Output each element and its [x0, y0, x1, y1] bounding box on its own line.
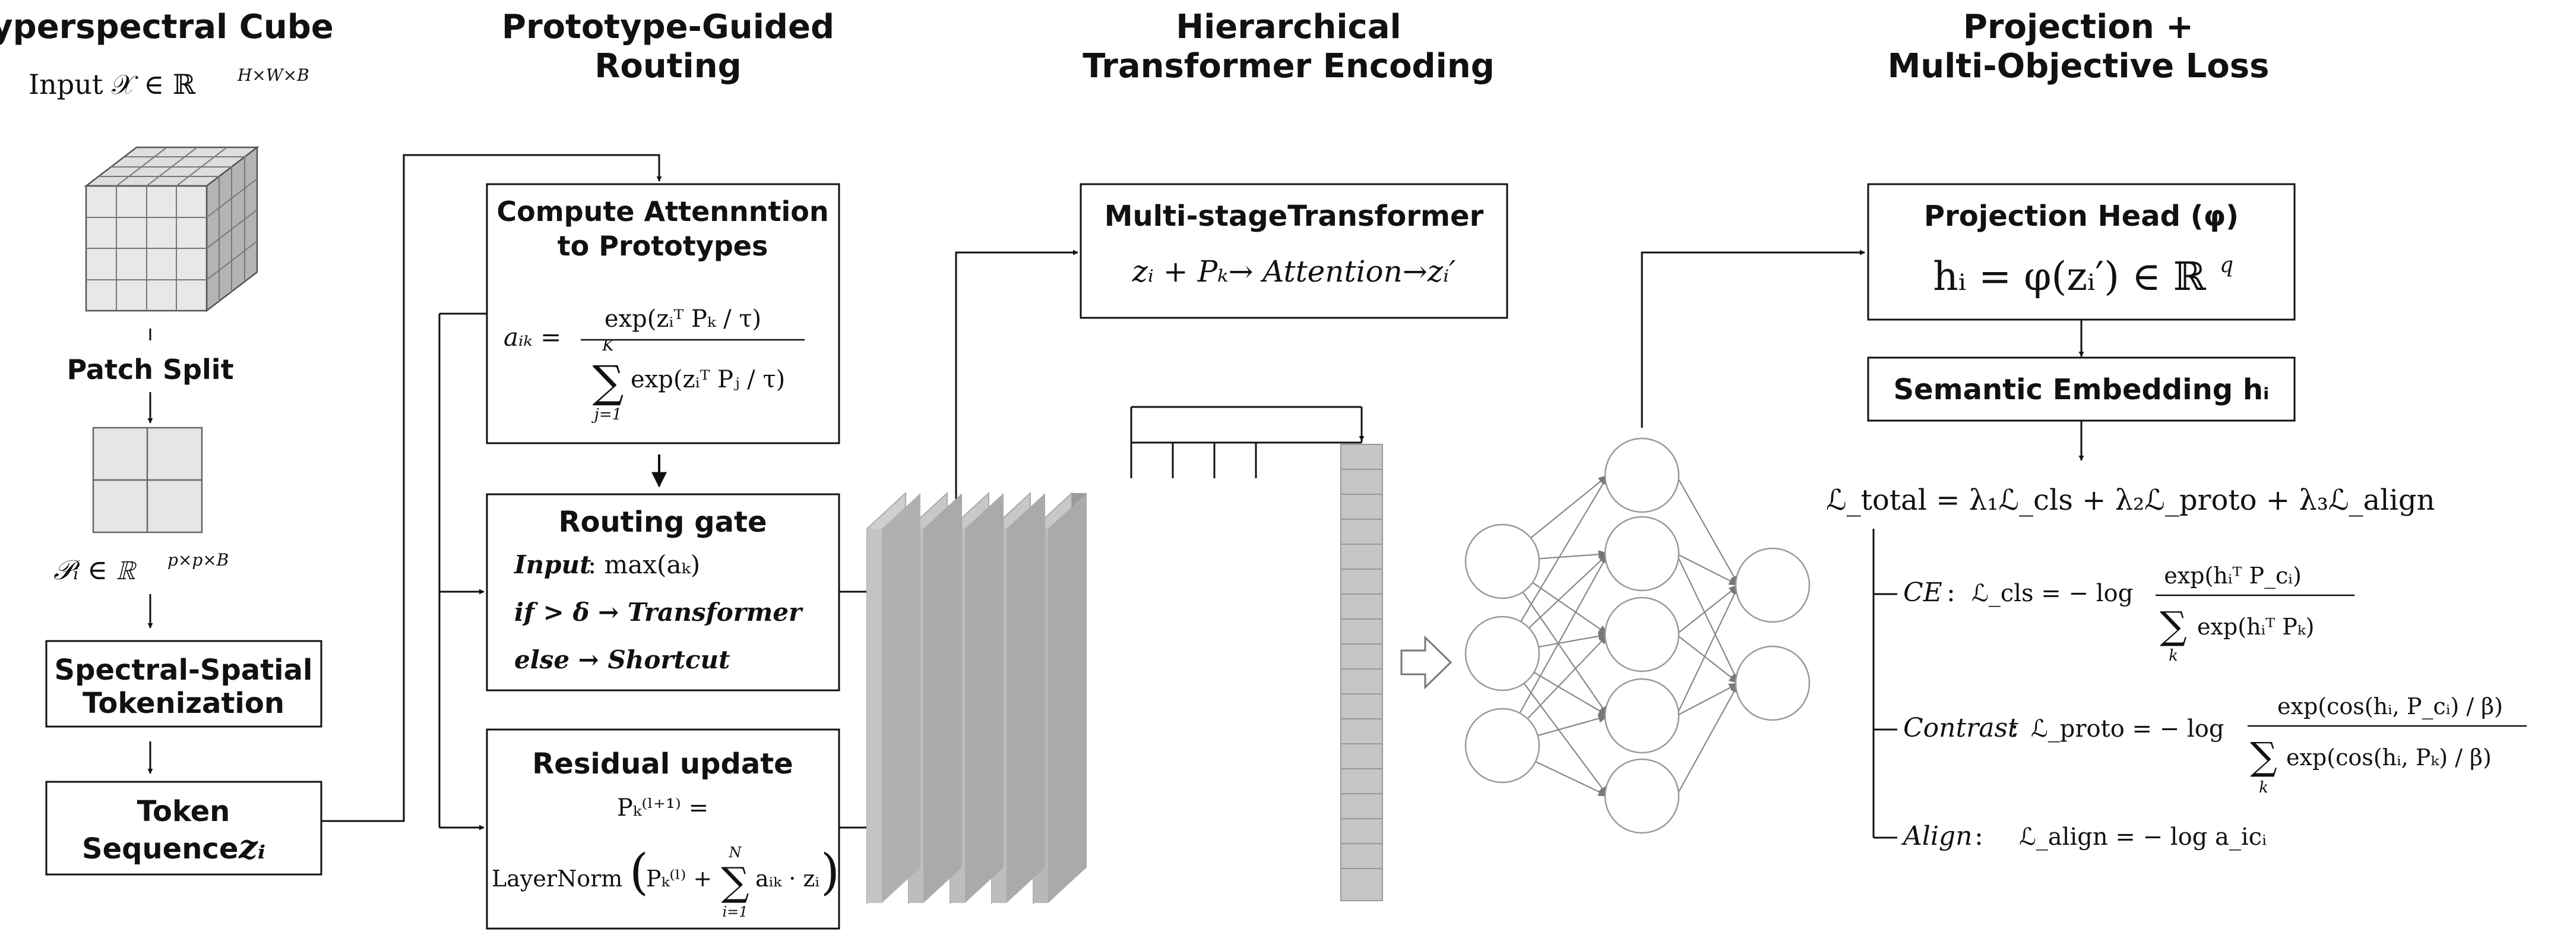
svg-text:exp(zᵢᵀ Pⱼ / τ): exp(zᵢᵀ Pⱼ / τ) — [631, 366, 785, 393]
svg-text:hᵢ = φ(zᵢ′) ∈ ℝ: hᵢ = φ(zᵢ′) ∈ ℝ — [1933, 254, 2207, 299]
svg-text:p×p×B: p×p×B — [167, 550, 229, 570]
svg-text:Contrast: Contrast — [1903, 713, 2018, 743]
svg-text::: : — [1974, 821, 1983, 851]
token-seq-var: zᵢ — [238, 828, 265, 867]
svg-text:K: K — [602, 337, 615, 355]
semantic-embedding-box — [1867, 356, 2296, 422]
svg-text:Align: Align — [1901, 821, 1972, 851]
svg-text:Pₖ⁽ˡ⁾ +: Pₖ⁽ˡ⁾ + — [646, 866, 712, 892]
attention-box — [486, 183, 840, 444]
svg-text:ℒ_cls = − log: ℒ_cls = − log — [1971, 580, 2133, 607]
token-strip-icon — [1340, 444, 1383, 901]
title-hierarchical: Hierarchical — [1176, 8, 1401, 46]
svg-text:∑: ∑ — [721, 859, 749, 905]
svg-text:∑: ∑ — [593, 356, 624, 408]
svg-text:i=1: i=1 — [722, 904, 748, 920]
multistage-transformer-box — [1080, 183, 1508, 319]
hyperspectral-cube-icon — [84, 146, 260, 312]
section-titles: Hyperspectral Cube Prototype-Guided Rout… — [0, 8, 2269, 86]
svg-text:else → Shortcut: else → Shortcut — [514, 645, 730, 674]
svg-text:exp(zᵢᵀ Pₖ / τ): exp(zᵢᵀ Pₖ / τ) — [605, 305, 761, 333]
contrast-loss: Contrast : ℒ_proto = − log exp(cos(hᵢ, P… — [1903, 693, 2527, 797]
svg-text:∑: ∑ — [2250, 735, 2277, 779]
svg-text:LayerNorm: LayerNorm — [492, 866, 622, 892]
token-seq-line1: Token — [137, 795, 230, 828]
patch-split-label: Patch Split — [67, 353, 233, 386]
svg-text:H×W×B: H×W×B — [237, 65, 309, 85]
title-prototype-guided: Prototype-Guided — [502, 8, 834, 46]
title-projection: Projection + — [1963, 8, 2194, 46]
svg-text:exp(hᵢᵀ P_cᵢ): exp(hᵢᵀ P_cᵢ) — [2164, 563, 2302, 589]
neural-network-icon — [1464, 437, 1811, 834]
connector-token-to-attention — [321, 154, 662, 822]
title-routing: Routing — [594, 47, 741, 86]
svg-text:(: ( — [629, 844, 648, 901]
svg-text:j=1: j=1 — [591, 406, 622, 424]
svg-text:k: k — [2169, 647, 2178, 665]
svg-text:aᵢₖ =: aᵢₖ = — [504, 323, 561, 352]
title-hyperspectral-cube: Hyperspectral Cube — [0, 8, 334, 46]
multistage-transformer-formula: zᵢ + Pₖ→ Attention→zᵢ′ — [1132, 254, 1457, 289]
svg-text:Pₖ⁽ˡ⁺¹⁾ =: Pₖ⁽ˡ⁺¹⁾ = — [617, 794, 708, 822]
svg-text:exp(cos(hᵢ, P_cᵢ) / β): exp(cos(hᵢ, P_cᵢ) / β) — [2277, 693, 2503, 720]
title-multi-objective-loss: Multi-Objective Loss — [1888, 47, 2270, 86]
svg-text:∑: ∑ — [2160, 604, 2187, 648]
residual-update-title: Residual update — [532, 747, 793, 781]
tokenization-line1: Spectral-Spatial — [55, 653, 313, 687]
residual-formula: Pₖ⁽ˡ⁺¹⁾ = LayerNorm ( Pₖ⁽ˡ⁾ + N ∑ i=1 aᵢ… — [492, 794, 840, 920]
svg-text:Input: Input — [514, 550, 591, 579]
svg-text:): ) — [821, 844, 840, 901]
loss-bracket — [1872, 529, 1897, 839]
residual-update-box — [486, 728, 840, 930]
tokenization-box — [45, 640, 322, 728]
align-loss: Align : ℒ_align = − log a_icᵢ — [1901, 821, 2267, 851]
svg-text:N: N — [729, 844, 742, 861]
projection-head-title: Projection Head (φ) — [1924, 200, 2239, 233]
svg-text:CE: CE — [1903, 577, 1942, 608]
svg-text:aᵢₖ · zᵢ: aᵢₖ · zᵢ — [755, 866, 819, 892]
svg-text:exp(hᵢᵀ Pₖ): exp(hᵢᵀ Pₖ) — [2197, 614, 2314, 640]
routing-gate-rules: Input : max(aₖ) if > δ → Transformer els… — [514, 550, 803, 674]
svg-text:Input 𝒳 ∈ ℝ: Input 𝒳 ∈ ℝ — [29, 68, 196, 100]
token-sequence-box — [45, 781, 322, 876]
attention-title-2: to Prototypes — [558, 230, 768, 262]
patch-set-label: 𝒫ᵢ ∈ ℝ p×p×B — [53, 550, 229, 586]
attention-formula: aᵢₖ = exp(zᵢᵀ Pₖ / τ) K ∑ j=1 exp(zᵢᵀ Pⱼ… — [504, 305, 805, 424]
svg-text:𝒫ᵢ ∈ ℝ: 𝒫ᵢ ∈ ℝ — [53, 554, 137, 586]
ce-loss: CE : ℒ_cls = − log exp(hᵢᵀ P_cᵢ) ∑ k exp… — [1903, 563, 2355, 665]
total-loss-formula: ℒ_total = λ₁ℒ_cls + λ₂ℒ_proto + λ₃ℒ_alig… — [1826, 484, 2435, 517]
svg-text:ℒ_align = − log a_icᵢ: ℒ_align = − log a_icᵢ — [2019, 823, 2267, 851]
svg-text:k: k — [2259, 779, 2268, 797]
routing-gate-title: Routing gate — [559, 506, 767, 539]
hollow-arrow-icon — [1400, 635, 1452, 690]
svg-text:ℒ_proto = − log: ℒ_proto = − log — [2031, 715, 2224, 743]
input-label: Input 𝒳 ∈ ℝ H×W×B — [29, 65, 309, 100]
svg-text::: : — [1947, 577, 1955, 608]
svg-text:exp(cos(hᵢ, Pₖ) / β): exp(cos(hᵢ, Pₖ) / β) — [2286, 744, 2492, 771]
tokenization-line2: Tokenization — [83, 687, 284, 720]
svg-text:q: q — [2220, 253, 2233, 277]
transformer-layer-stack-icon — [866, 491, 1087, 905]
svg-text:if > δ → Transformer: if > δ → Transformer — [514, 598, 803, 627]
skip-connections — [1130, 406, 1365, 478]
title-transformer-encoding: Transformer Encoding — [1083, 47, 1495, 86]
projection-head-box — [1867, 183, 2296, 321]
attention-title-1: Compute Attennntion — [496, 195, 828, 228]
svg-text:: max(aₖ): : max(aₖ) — [588, 550, 700, 579]
patch-grid-icon — [92, 427, 203, 533]
routing-gate-box — [486, 493, 840, 692]
multistage-transformer-title: Multi-stageTransformer — [1105, 200, 1484, 233]
projection-formula: hᵢ = φ(zᵢ′) ∈ ℝ q — [1933, 253, 2233, 299]
semantic-embedding-title: Semantic Embedding hᵢ — [1893, 373, 2269, 406]
connector-nn-to-projection — [1641, 250, 1865, 428]
token-seq-line2: Sequence — [82, 832, 238, 866]
svg-text::: : — [2010, 713, 2019, 743]
